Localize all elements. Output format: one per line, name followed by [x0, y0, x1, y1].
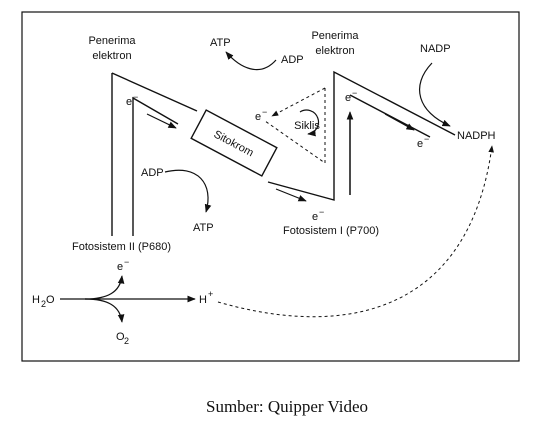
nadp-label: NADP: [420, 43, 451, 55]
adp-atp-mid-arrow: [164, 169, 212, 213]
water-electron-arrow: [84, 275, 125, 300]
arrow-e-to-nadph: [384, 113, 415, 131]
svg-text:H: H: [32, 294, 40, 306]
cyclic-path: [264, 88, 326, 164]
diagram-frame: [21, 11, 520, 362]
arrow-e-after-cytochrome: [275, 188, 307, 202]
cyclic-arrow-back: [271, 87, 326, 117]
receiver1-line1: Penerima: [88, 35, 136, 47]
svg-text:e: e: [417, 138, 423, 150]
electron-label-ps1-bottom: e −: [312, 207, 324, 223]
electron-label-ps2: e −: [126, 92, 138, 108]
nadph-label: NADPH: [457, 130, 496, 142]
atp-top-label: ATP: [210, 37, 231, 49]
svg-text:2: 2: [41, 299, 46, 309]
svg-text:−: −: [262, 107, 267, 117]
atp-mid-label: ATP: [193, 222, 214, 234]
svg-text:−: −: [124, 257, 129, 267]
svg-text:e: e: [255, 111, 261, 123]
adp-atp-top-arrow: [225, 51, 277, 71]
electron-label-ps1-top: e −: [345, 88, 357, 104]
svg-text:−: −: [319, 207, 324, 217]
svg-text:H: H: [199, 294, 207, 306]
adp-mid-label: ADP: [141, 167, 164, 179]
electron-label-right: e −: [417, 134, 429, 150]
receiver1-line2: elektron: [92, 50, 131, 62]
ps2-label: Fotosistem II (P680): [72, 241, 171, 253]
receiver2-line1: Penerima: [311, 30, 359, 42]
ps1-to-nadph-line: [349, 94, 431, 138]
electron-label-water: e −: [117, 257, 129, 273]
electron-path-inner: [132, 96, 179, 130]
svg-text:+: +: [208, 289, 213, 299]
svg-text:O: O: [46, 294, 55, 306]
svg-text:2: 2: [124, 336, 129, 346]
electron-label-cyclic: e −: [255, 107, 267, 123]
cytochrome-box: Sitokrom: [190, 109, 278, 177]
svg-text:e: e: [312, 211, 318, 223]
svg-text:e: e: [117, 261, 123, 273]
arrow-e-ps2: [146, 113, 177, 129]
ps1-label: Fotosistem I (P700): [283, 225, 379, 237]
nadp-nadph-arrow: [419, 62, 451, 127]
svg-text:e: e: [345, 92, 351, 104]
siklis-label: Siklis: [294, 120, 320, 132]
proton-dashed-arrow: [217, 145, 494, 318]
svg-text:−: −: [133, 92, 138, 102]
receiver2-line2: elektron: [315, 45, 354, 57]
adp-top-label: ADP: [281, 54, 304, 66]
source-caption: Sumber: Quipper Video: [206, 397, 368, 416]
electron-path-upper: [111, 72, 198, 112]
svg-text:O: O: [116, 331, 125, 343]
svg-text:e: e: [126, 96, 132, 108]
water-label: H 2 O: [32, 294, 55, 309]
proton-label: H +: [199, 289, 213, 306]
water-oxygen-arrow: [84, 298, 125, 323]
electron-path-ps1-left: [267, 70, 456, 201]
svg-text:−: −: [424, 134, 429, 144]
cyclic-loop-icon: [299, 109, 320, 137]
oxygen-label: O 2: [116, 331, 129, 346]
svg-text:−: −: [352, 88, 357, 98]
